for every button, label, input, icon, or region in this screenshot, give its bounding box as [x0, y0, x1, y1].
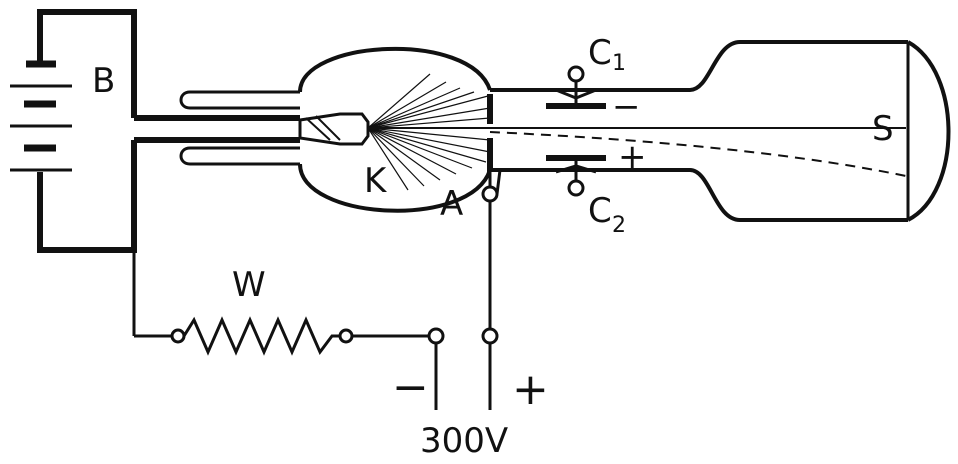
- supply-minus: −: [392, 362, 429, 413]
- supply-voltage: 300V: [420, 421, 508, 461]
- tube-envelope: [298, 40, 951, 222]
- deflected-beam: [489, 131, 907, 177]
- plate-c2-subscript: 2: [612, 213, 626, 238]
- cathode: [298, 112, 370, 146]
- battery-label: B: [92, 61, 115, 101]
- plate-c1: [546, 65, 606, 109]
- plate-c1-sign: −: [612, 87, 641, 127]
- electron-rays: [367, 73, 491, 191]
- anode-label: A: [440, 184, 463, 224]
- supply-plus: +: [512, 364, 549, 415]
- plate-c2-label: C: [588, 191, 612, 231]
- anode: [481, 94, 499, 203]
- filament-leads: [134, 115, 300, 143]
- plate-c1-subscript: 1: [612, 51, 626, 76]
- cathode-label: K: [364, 161, 388, 201]
- plate-c2-sign: +: [618, 137, 647, 177]
- resistor-label: W: [232, 265, 266, 305]
- plate-c2: [546, 155, 606, 197]
- filament-stem: [179, 90, 300, 166]
- screen-label: S: [872, 109, 894, 149]
- plate-c1-label: C: [588, 33, 612, 73]
- battery: [10, 9, 137, 253]
- resistor-circuit: [132, 169, 502, 410]
